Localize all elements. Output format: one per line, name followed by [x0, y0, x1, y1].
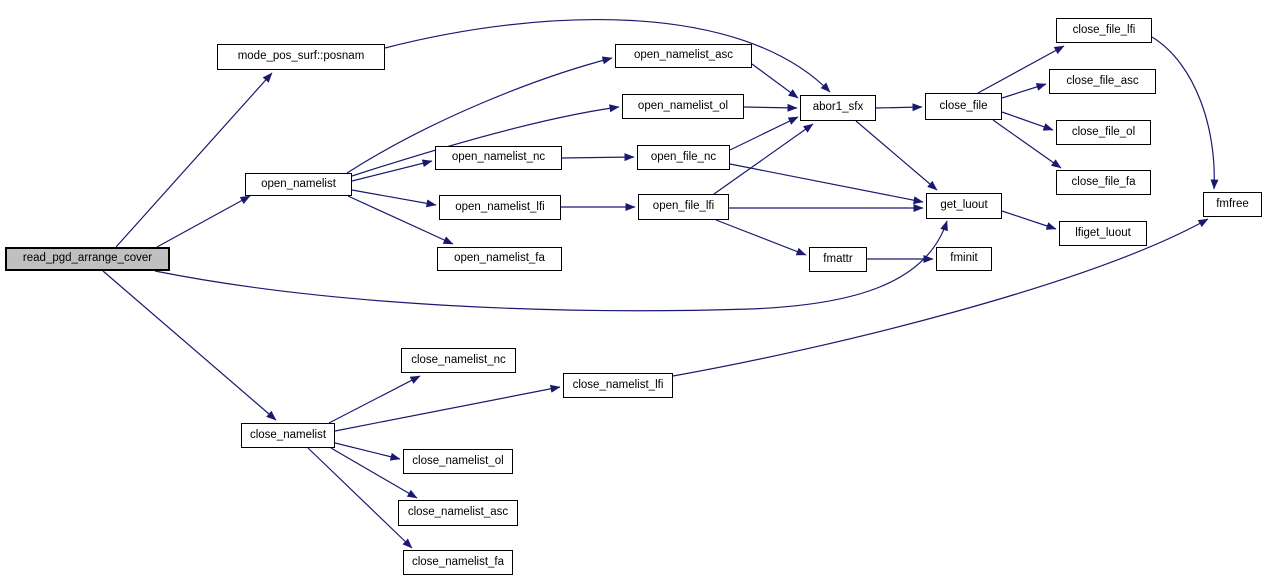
node-close_file_fa[interactable]: close_file_fa [1056, 170, 1151, 195]
edge-read_pgd_arrange_cover-to-open_namelist [156, 195, 251, 248]
node-close_namelist_lfi[interactable]: close_namelist_lfi [563, 373, 673, 398]
node-close_namelist[interactable]: close_namelist [241, 423, 335, 448]
node-open_file_lfi[interactable]: open_file_lfi [638, 194, 729, 220]
edge-close_namelist_lfi-to-fmfree [672, 218, 1209, 377]
edge-close_namelist-to-close_namelist_lfi [334, 384, 561, 432]
node-close_file_lfi[interactable]: close_file_lfi [1056, 18, 1152, 43]
edge-read_pgd_arrange_cover-to-close_namelist [102, 270, 277, 421]
edge-open_namelist-to-open_namelist_fa [347, 195, 454, 245]
node-fmattr[interactable]: fmattr [809, 247, 867, 272]
edge-open_namelist_nc-to-open_file_nc [561, 153, 635, 162]
node-read_pgd_arrange_cover: read_pgd_arrange_cover [5, 247, 170, 271]
node-close_file[interactable]: close_file [925, 93, 1002, 120]
edge-open_namelist_ol-to-abor1_sfx [743, 103, 798, 112]
edge-open_namelist_asc-to-abor1_sfx [751, 63, 799, 99]
edge-open_namelist-to-open_namelist_nc [351, 159, 433, 182]
edge-close_file-to-close_file_ol [1001, 111, 1054, 131]
node-close_namelist_asc[interactable]: close_namelist_asc [398, 500, 518, 526]
node-close_namelist_ol[interactable]: close_namelist_ol [403, 449, 513, 474]
node-close_namelist_nc[interactable]: close_namelist_nc [401, 348, 516, 373]
node-open_namelist_fa[interactable]: open_namelist_fa [437, 247, 562, 271]
node-open_file_nc[interactable]: open_file_nc [637, 145, 730, 170]
node-open_namelist_nc[interactable]: open_namelist_nc [435, 146, 562, 170]
node-close_namelist_fa[interactable]: close_namelist_fa [403, 550, 513, 575]
edge-abor1_sfx-to-close_file [875, 103, 923, 112]
edge-open_file_lfi-to-abor1_sfx [713, 123, 814, 195]
edge-abor1_sfx-to-get_luout [855, 120, 938, 191]
edge-get_luout-to-lfiget_luout [1001, 210, 1057, 230]
edge-read_pgd_arrange_cover-to-get_luout [154, 220, 948, 312]
node-fminit[interactable]: fminit [936, 247, 992, 271]
node-open_namelist_asc[interactable]: open_namelist_asc [615, 44, 752, 68]
edge-close_file-to-close_file_asc [1001, 83, 1047, 99]
node-lfiget_luout[interactable]: lfiget_luout [1059, 221, 1147, 246]
node-close_file_asc[interactable]: close_file_asc [1049, 69, 1156, 94]
edge-open_file_nc-to-abor1_sfx [729, 116, 799, 151]
node-fmfree[interactable]: fmfree [1203, 192, 1262, 217]
edge-read_pgd_arrange_cover-to-mode_pos_surf_posnam [115, 72, 273, 248]
edge-open_file_lfi-to-fmattr [715, 219, 807, 256]
node-close_file_ol[interactable]: close_file_ol [1056, 120, 1151, 145]
edge-open_namelist-to-open_namelist_asc [346, 56, 613, 174]
node-open_namelist_ol[interactable]: open_namelist_ol [622, 94, 744, 119]
edge-close_file-to-close_file_lfi [977, 45, 1065, 94]
node-abor1_sfx[interactable]: abor1_sfx [800, 95, 876, 121]
node-open_namelist[interactable]: open_namelist [245, 173, 352, 196]
edge-mode_pos_surf_posnam-to-abor1_sfx [384, 18, 831, 93]
edge-close_file-to-close_file_fa [992, 119, 1062, 169]
node-open_namelist_lfi[interactable]: open_namelist_lfi [439, 195, 561, 220]
edge-close_namelist-to-close_namelist_fa [307, 447, 413, 549]
edge-open_namelist-to-open_namelist_ol [351, 104, 620, 177]
edge-close_namelist-to-close_namelist_nc [328, 375, 421, 424]
edge-close_file_lfi-to-fmfree [1151, 36, 1219, 190]
edge-open_file_nc-to-get_luout [729, 163, 924, 205]
node-get_luout[interactable]: get_luout [926, 193, 1002, 219]
edge-close_namelist-to-close_namelist_ol [334, 442, 401, 461]
edge-close_namelist-to-close_namelist_asc [330, 447, 418, 499]
node-mode_pos_surf_posnam[interactable]: mode_pos_surf::posnam [217, 44, 385, 70]
edge-open_namelist-to-open_namelist_lfi [351, 189, 437, 208]
